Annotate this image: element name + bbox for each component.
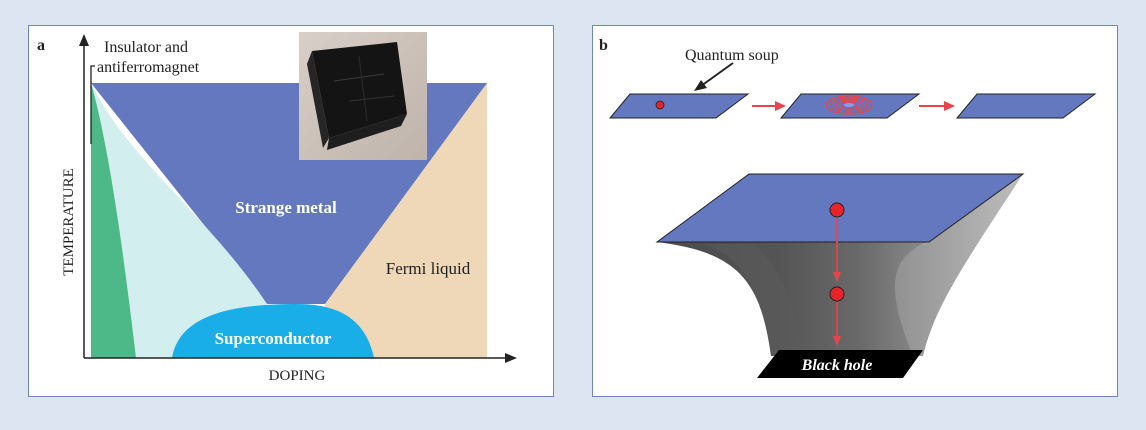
fermi-liquid-label: Fermi liquid [386, 259, 471, 278]
holography-panel: b Quantum soup Black hole [592, 25, 1118, 397]
arrow-1-head [775, 101, 786, 111]
black-hole-base [757, 350, 923, 378]
holography-svg: b Quantum soup Black hole [599, 37, 1097, 378]
phase-diagram-svg: a Insulator and antiferromagnet Strange … [37, 32, 517, 384]
fall-arrow-1-head [833, 272, 841, 282]
quantum-soup-pointer [700, 62, 734, 87]
quantum-soup-pointer-head [694, 80, 707, 91]
insulator-marker [90, 65, 95, 144]
fermi-liquid-region [325, 83, 487, 358]
y-axis-arrowhead [79, 34, 89, 46]
panel-letter: b [599, 37, 608, 54]
plane-3 [955, 93, 1097, 119]
funnel-side-right [888, 174, 1023, 356]
crystal-photo [299, 32, 427, 160]
y-axis-label: TEMPERATURE [61, 168, 77, 276]
pseudogap-region [91, 83, 267, 358]
x-axis-label: DOPING [269, 368, 326, 384]
panel-letter: a [37, 37, 45, 54]
red-dot-middle [829, 286, 845, 302]
fall-arrow-2-head [833, 336, 841, 346]
strange-metal-label: Strange metal [235, 198, 337, 217]
black-hole-label: Black hole [801, 357, 873, 374]
plane-1 [608, 93, 750, 119]
phase-diagram-panel: a Insulator and antiferromagnet Strange … [28, 25, 554, 397]
funnel-highlight [703, 244, 803, 356]
ripple-rings [825, 95, 873, 115]
red-dot-top [829, 202, 845, 218]
insulator-label-line1: Insulator and [104, 39, 188, 56]
superconductor-dome [172, 304, 374, 358]
superconductor-label: Superconductor [215, 329, 332, 348]
funnel-body [657, 242, 929, 356]
ripple-center [844, 103, 854, 107]
insulator-label-line2: antiferromagnet [97, 59, 200, 76]
quantum-soup-label: Quantum soup [685, 47, 779, 64]
arrow-2-head [944, 101, 955, 111]
x-axis-arrowhead [505, 353, 517, 363]
antiferromagnet-region [91, 83, 136, 358]
red-dot-small [655, 100, 665, 110]
